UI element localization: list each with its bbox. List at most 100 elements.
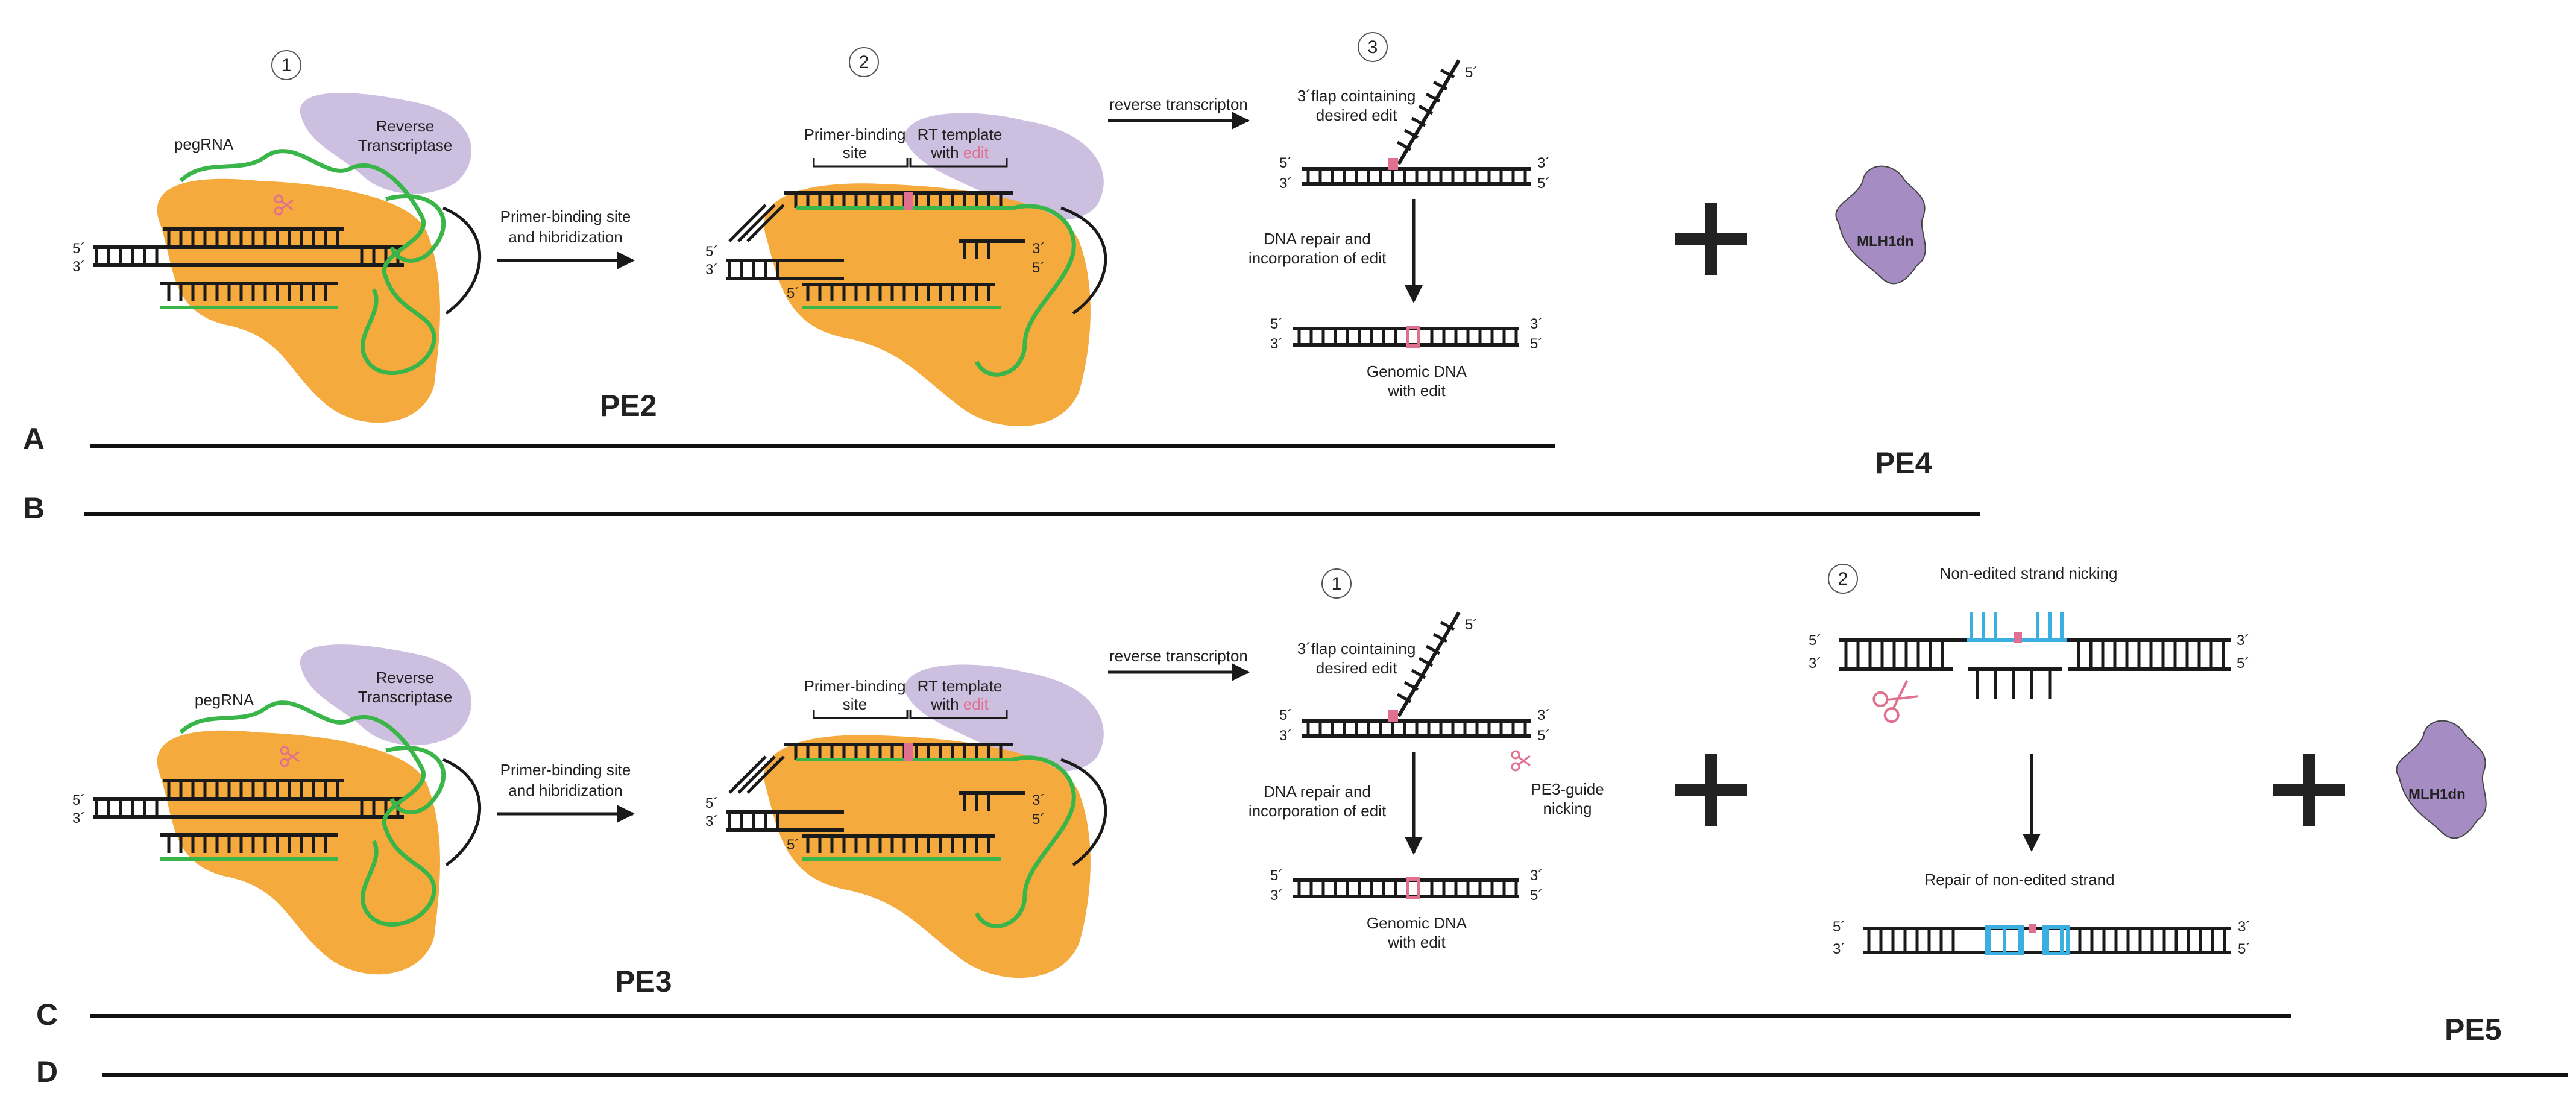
- arrow-icon: reverse transcripton: [1108, 647, 1250, 681]
- end-label: 5´: [1833, 919, 1845, 935]
- end-label: 3´: [1270, 887, 1283, 904]
- edit-mark: [2014, 632, 2022, 643]
- end-label: 3´: [2237, 632, 2249, 649]
- end-label: 5´: [787, 285, 799, 301]
- rt-label-line2: Transcriptase: [358, 136, 453, 154]
- short-rungs: [963, 793, 990, 811]
- dna-rungs: [1867, 928, 2226, 952]
- pe5-label: PE5: [2445, 1013, 2502, 1047]
- reverse-transcriptase-shape: [300, 644, 471, 746]
- end-label: 3´: [72, 810, 85, 826]
- rt-label-line1: Reverse: [376, 117, 435, 135]
- pbs-arrow-label-line1: Primer-binding site: [500, 207, 631, 225]
- step2-complex-c: Primer-binding site RT template with edi…: [705, 664, 1107, 978]
- panel-d-group: D: [36, 1055, 2568, 1089]
- panel-b-group: B: [23, 491, 1980, 525]
- end-label: 3´: [72, 259, 85, 275]
- pbs-arrow-label-line2: and hibridization: [508, 228, 622, 246]
- end-label: 3´: [1530, 867, 1543, 884]
- reverse-transcription-label: reverse transcripton: [1109, 647, 1248, 665]
- genomic-label-line1: Genomic DNA: [1367, 362, 1467, 380]
- rt-template-edit: edit: [963, 143, 989, 162]
- rt-template-label-line1: RT template: [918, 677, 1003, 695]
- rt-template-bracket: [909, 158, 1008, 168]
- genomic-label-line2: with edit: [1387, 933, 1446, 951]
- pegrna-loop: [385, 194, 446, 263]
- mlh1dn-protein-a: MLH1dn: [1835, 165, 1926, 285]
- step-number-circle: [849, 47, 879, 77]
- end-label: 5´: [1809, 632, 1821, 649]
- step-number: 2: [1838, 569, 1848, 589]
- end-label: 3´: [1032, 792, 1045, 808]
- flap-rungs: [794, 193, 1003, 208]
- reverse-transcriptase-shape: [300, 93, 471, 194]
- step1-complex-c: Reverse Transcriptase pegRNA 5´ 3´: [72, 644, 482, 975]
- dna-rungs: [1306, 169, 1527, 184]
- rt-template-label-line2: with edit: [930, 143, 989, 162]
- pbs-bracket-label-line1: Primer-binding: [804, 125, 905, 143]
- panel-letter-a: A: [23, 422, 45, 456]
- repaired-block: [1985, 925, 2024, 955]
- repair-non-edited-label: Repair of non-edited strand: [1924, 870, 2114, 889]
- edit-mark: [2029, 924, 2036, 933]
- end-label: 3´: [1270, 336, 1283, 352]
- linker: [1060, 206, 1107, 315]
- end-label: 5´: [1270, 316, 1283, 332]
- plus-icon: [1675, 754, 1747, 826]
- rt-template-label-line1: RT template: [918, 125, 1003, 143]
- step-number: 1: [282, 55, 292, 75]
- end-label: 5´: [787, 837, 799, 853]
- flap-rungs: [794, 745, 1003, 760]
- target-rungs: [167, 283, 327, 301]
- pbs-bracket-label-line2: site: [843, 143, 867, 162]
- end-label: 5´: [72, 241, 85, 257]
- pbs-bracket: [813, 710, 909, 719]
- arrow-icon: reverse transcripton: [1108, 95, 1250, 130]
- end-label: 3´: [1809, 655, 1821, 672]
- flap-rungs: [1396, 68, 1455, 151]
- linker: [442, 758, 482, 867]
- step2-complex-a: 2 Primer-binding site RT template with e…: [705, 47, 1107, 427]
- pe3-label: PE3: [615, 965, 672, 998]
- end-label: 3´: [1833, 941, 1845, 957]
- mlh1dn-protein-c: MLH1dn: [2396, 720, 2487, 839]
- mlh1dn-label: MLH1dn: [1857, 233, 1914, 250]
- pegrna-label: pegRNA: [195, 691, 254, 709]
- scissors-icon: [280, 746, 300, 767]
- end-label: 5´: [1032, 260, 1045, 276]
- dna-rungs: [728, 260, 779, 279]
- step1-products-c: 1 3´flap cointaining desired edit 5´ 5´ …: [1249, 568, 1604, 951]
- end-label: 3´: [1279, 175, 1292, 192]
- pbs-bracket-label-line1: Primer-binding: [804, 677, 905, 695]
- end-label: 3´: [1032, 241, 1045, 257]
- dna-rungs: [728, 812, 779, 830]
- end-label: 3´: [1537, 707, 1550, 723]
- pegrna-label: pegRNA: [174, 135, 234, 153]
- step-number: 1: [1332, 574, 1342, 594]
- panel-c-group: C PE3 PE5: [36, 965, 2502, 1047]
- dna-rungs: [1297, 880, 1518, 896]
- rt-label-line2: Transcriptase: [358, 688, 453, 706]
- flap-label-line1: 3´flap cointaining: [1297, 87, 1416, 105]
- scissors-icon: [1511, 750, 1531, 772]
- flap-end: [728, 204, 785, 242]
- end-label: 5´: [1537, 728, 1550, 744]
- pegrna-strand: [974, 755, 1076, 928]
- step-number-circle: [1358, 32, 1388, 62]
- pbs-arrow-label-line1: Primer-binding site: [500, 761, 631, 779]
- step3-products-a: 3 3´flap cointaining desired edit 5´ 5´ …: [1249, 32, 1550, 400]
- end-label: 3´: [705, 813, 718, 830]
- flap-label-line2: desired edit: [1316, 659, 1397, 677]
- edit-mark: [904, 192, 913, 210]
- step-number: 2: [859, 52, 869, 72]
- rt-template-with: with: [930, 695, 959, 713]
- repair-label-line2: incorporation of edit: [1249, 802, 1387, 820]
- end-label: 3´: [705, 262, 718, 278]
- end-label: 5´: [2238, 941, 2250, 957]
- linker: [442, 206, 482, 315]
- end-label: 5´: [1270, 867, 1283, 884]
- end-label: 5´: [72, 792, 85, 808]
- arrow-icon: Primer-binding site and hibridization: [497, 761, 635, 823]
- rt-label-line1: Reverse: [376, 669, 435, 687]
